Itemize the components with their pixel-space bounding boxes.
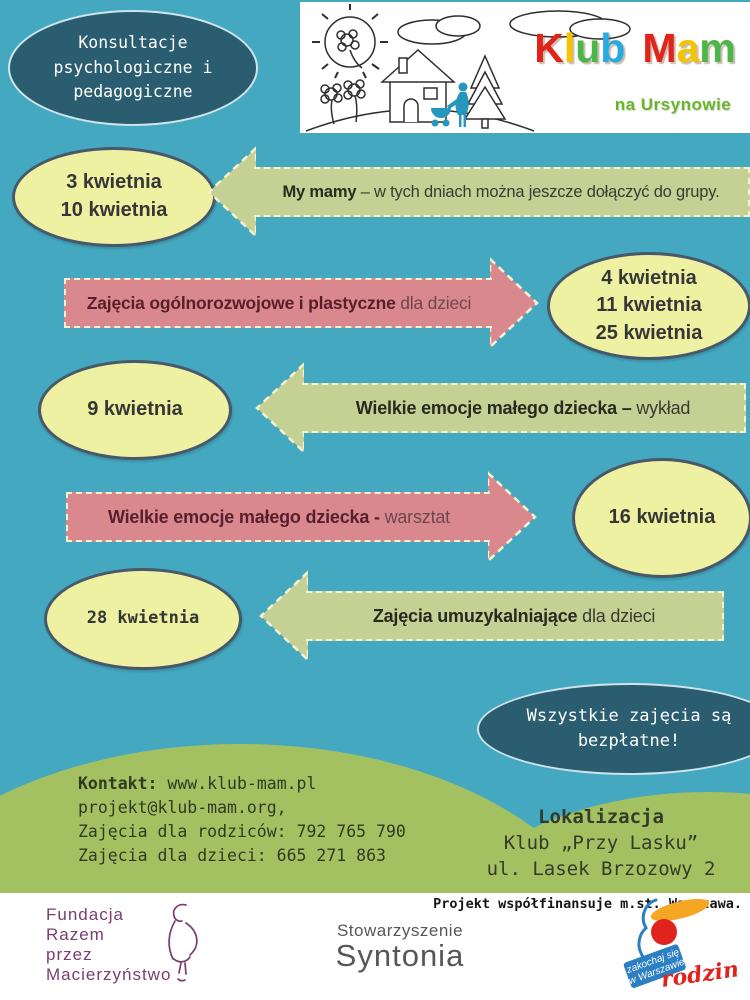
klub-mam-logo-title: K l u b M a m [526, 28, 744, 69]
arrow-label: Wielkie emocje małego dziecka - warsztat [108, 506, 450, 527]
contact-block: Kontakt: www.klub-mam.pl projekt@klub-ma… [78, 772, 458, 868]
arrow-label: My mamy – w tych dniach można jeszcze do… [282, 182, 720, 201]
arrow-head-icon [207, 146, 256, 238]
contact-line: projekt@klub-mam.org, [78, 798, 287, 817]
logo-letter: l [563, 25, 576, 71]
logo-letter: M [642, 25, 677, 71]
date-ellipse: 16 kwietnia [572, 458, 750, 578]
contact-line: Zajęcia dla dzieci: 665 271 863 [78, 846, 386, 865]
arrow-head-icon [488, 471, 537, 563]
arrow-head-icon [259, 570, 308, 662]
logo-letter: K [534, 25, 564, 71]
schedule-arrow: Wielkie emocje małego dziecka – wykład [254, 361, 746, 455]
location-block: Lokalizacja Klub „Przy Lasku” ul. Lasek … [455, 804, 747, 882]
consultations-badge: Konsultacje psychologiczne i pedagogiczn… [8, 10, 258, 126]
mother-with-pram-icon [431, 82, 469, 127]
house-landscape-drawing [305, 4, 631, 132]
arrow-label: Wielkie emocje małego dziecka – wykład [355, 397, 691, 418]
contact-line: Kontakt: www.klub-mam.pl [78, 774, 317, 793]
logo-letter: b [600, 25, 626, 71]
fundacja-logo-text: Fundacja Razem przez Macierzyństwo [46, 905, 172, 984]
schedule-arrow: Zajęcia umuzykalniające dla dzieci [258, 569, 724, 663]
arrow-head-icon [490, 257, 539, 349]
date-ellipse: 4 kwietnia 11 kwietnia 25 kwietnia [547, 252, 750, 360]
schedule-arrow: Wielkie emocje małego dziecka - warsztat [66, 470, 538, 564]
contact-line: Zajęcia dla rodziców: 792 765 790 [78, 822, 406, 841]
arrow-head-icon [255, 362, 304, 454]
logo-letter: u [575, 25, 601, 71]
free-classes-badge: Wszystkie zajęcia są bezpłatne! [477, 683, 750, 775]
syntonia-logo: Stowarzyszenie Syntonia [308, 921, 492, 974]
date-ellipse: 3 kwietnia 10 kwietnia [12, 147, 216, 247]
schedule-arrow: Zajęcia ogólnorozwojowe i plastyczne dla… [64, 256, 540, 350]
logo-box: K l u b M a m na Ursynowie [300, 2, 750, 133]
location-line: Klub „Przy Lasku” [503, 832, 699, 854]
logo-subtitle: na Ursynowie [614, 95, 732, 114]
location-line: ul. Lasek Brzozowy 2 [486, 858, 716, 880]
fundacja-logo: Fundacja Razem przez Macierzyństwo [46, 903, 198, 985]
arrow-label: Zajęcia ogólnorozwojowe i plastyczne dla… [86, 292, 472, 313]
logo-letter: a [676, 25, 700, 71]
pregnant-woman-icon [168, 903, 198, 982]
syntonia-logo-top: Stowarzyszenie [336, 921, 464, 940]
logo-letter: m [699, 25, 736, 71]
syntonia-logo-name: Syntonia [335, 938, 465, 973]
footer: Projekt współfinansuje m.st. Warszawa. F… [0, 893, 750, 1000]
website-link: www.klub-mam.pl [167, 774, 317, 793]
schedule-arrow: My mamy – w tych dniach można jeszcze do… [206, 145, 750, 239]
date-ellipse: 28 kwietnia [44, 568, 242, 670]
date-ellipse: 9 kwietnia [38, 360, 232, 460]
warsaw-family-logo: zakochaj się w Warszawie rodzinnej [623, 898, 737, 993]
location-title: Lokalizacja [538, 806, 664, 828]
arrow-label: Zajęcia umuzykalniające dla dzieci [372, 605, 656, 626]
